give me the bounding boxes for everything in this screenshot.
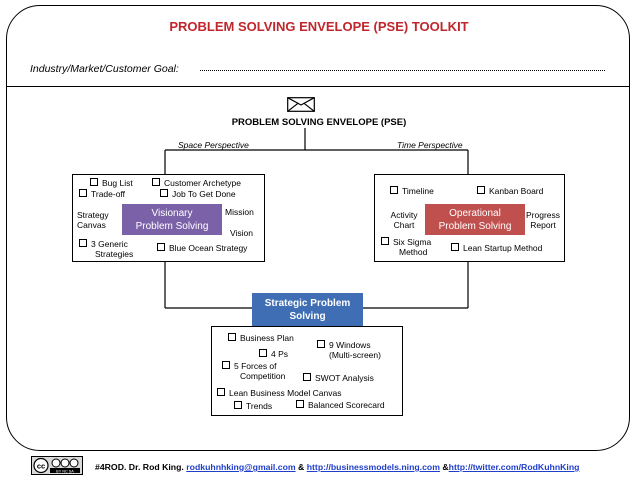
time-perspective-label: Time Perspective (397, 140, 463, 150)
tool-9-windows: 9 Windows (Multi-screen) (317, 340, 381, 360)
checkbox-icon (390, 186, 398, 194)
space-perspective-label: Space Perspective (178, 140, 249, 150)
tool-job-to-get-done: Job To Get Done (160, 189, 236, 199)
checkbox-icon (259, 349, 267, 357)
cc-icon: cc BY NC SA (33, 457, 80, 473)
tool-trends: Trends (234, 401, 272, 411)
footer-prefix: #4ROD. Dr. Rod King. (95, 462, 184, 472)
strategic-core-line1: Strategic Problem (264, 298, 351, 309)
envelope-icon (287, 97, 315, 112)
toolkit-frame (6, 5, 630, 451)
tool-swot-analysis: SWOT Analysis (303, 373, 374, 383)
visionary-core-line1: Visionary (151, 208, 193, 219)
checkbox-icon (160, 189, 168, 197)
checkbox-icon (90, 178, 98, 186)
tool-timeline: Timeline (390, 186, 434, 196)
footer-credits: #4ROD. Dr. Rod King. rodkuhnhking@gmail.… (95, 462, 579, 472)
svg-text:BY NC SA: BY NC SA (56, 469, 74, 473)
checkbox-icon (317, 340, 325, 348)
visionary-core: Visionary Problem Solving (122, 204, 222, 235)
tool-customer-archetype: Customer Archetype (152, 178, 241, 188)
goal-dotted-line (200, 70, 605, 71)
checkbox-icon (79, 189, 87, 197)
pse-label: PROBLEM SOLVING ENVELOPE (PSE) (231, 117, 407, 128)
visionary-core-line2: Problem Solving (135, 221, 209, 232)
tool-lean-business-model-canvas: Lean Business Model Canvas (217, 388, 341, 398)
operational-core-line1: Operational (449, 208, 501, 219)
checkbox-icon (477, 186, 485, 194)
footer-amp-2: & (442, 462, 449, 472)
tool-balanced-scorecard: Balanced Scorecard (296, 400, 385, 410)
checkbox-icon (296, 400, 304, 408)
checkbox-icon (152, 178, 160, 186)
tool-six-sigma-method: Six Sigma Method (381, 237, 431, 257)
goal-label: Industry/Market/Customer Goal: (30, 63, 179, 75)
checkbox-icon (303, 373, 311, 381)
strategic-box (211, 326, 403, 416)
tool-bug-list: Bug List (90, 178, 133, 188)
operational-core-line2: Problem Solving (438, 221, 512, 232)
tool-blue-ocean-strategy: Blue Ocean Strategy (157, 243, 247, 253)
page-title: PROBLEM SOLVING ENVELOPE (PSE) TOOLKIT (169, 19, 469, 34)
footer-ning-link[interactable]: http://businessmodels.ning.com (306, 462, 440, 472)
checkbox-icon (222, 361, 230, 369)
checkbox-icon (234, 401, 242, 409)
tool-4-ps: 4 Ps (259, 349, 288, 359)
footer-email-link[interactable]: rodkuhnhking@gmail.com (186, 462, 296, 472)
footer-twitter-link[interactable]: http://twitter.com/RodKuhnKing (448, 462, 580, 472)
checkbox-icon (157, 243, 165, 251)
checkbox-icon (79, 239, 87, 247)
strategic-core: Strategic Problem Solving (252, 293, 363, 326)
tool-lean-startup-method: Lean Startup Method (451, 243, 542, 253)
checkbox-icon (381, 237, 389, 245)
tool-trade-off: Trade-off (79, 189, 125, 199)
tool-business-plan: Business Plan (228, 333, 294, 343)
checkbox-icon (217, 388, 225, 396)
tool-vision: Vision (230, 228, 253, 238)
tool-5-forces: 5 Forces of Competition (222, 361, 285, 381)
strategic-core-line2: Solving (289, 311, 326, 322)
checkbox-icon (451, 243, 459, 251)
operational-core: Operational Problem Solving (425, 204, 525, 235)
tool-mission: Mission (225, 207, 254, 217)
tool-kanban-board: Kanban Board (477, 186, 543, 196)
footer-amp-1: & (298, 462, 305, 472)
header-divider (6, 86, 630, 87)
checkbox-icon (228, 333, 236, 341)
tool-3-generic-strategies: 3 Generic Strategies (79, 239, 133, 259)
creative-commons-badge: cc BY NC SA (31, 456, 83, 475)
svg-text:cc: cc (37, 462, 45, 471)
